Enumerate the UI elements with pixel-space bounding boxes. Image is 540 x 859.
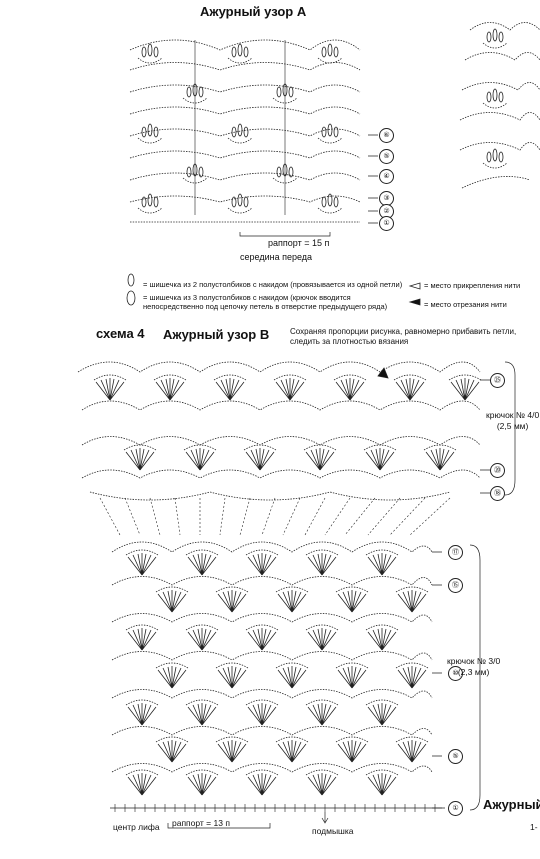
hook-size-lower-mm: (2,3 мм): [457, 667, 490, 677]
hook-size-lower-label: крючок № 3/0: [447, 656, 501, 666]
pattern-a-center-label: середина переда: [240, 252, 313, 262]
row-number: ⑱: [490, 486, 505, 501]
legend-cut-thread: = место отрезания нити: [424, 300, 507, 309]
row-number: ①: [448, 801, 463, 816]
legend-item-3-bobble: = шишечка из 3 полустолбиков с накидом (…: [143, 293, 388, 311]
legend-item-2-bobble: = шишечка из 2 полустолбиков с накидом (…: [143, 280, 403, 289]
connector-lines: [99, 497, 451, 536]
row-number: ①: [379, 216, 394, 231]
pattern-a-chart: [129, 39, 378, 237]
pattern-b-armpit-label: подмышка: [312, 826, 354, 836]
pattern-b-title: Ажурный узор В: [163, 327, 270, 342]
row-number: ④: [379, 169, 394, 184]
pattern-b-note: Сохраняя пропорции рисунка, равномерно п…: [290, 327, 517, 346]
row-number: ⑩: [448, 666, 463, 681]
pattern-a-title: Ажурный узор А: [200, 4, 307, 19]
pattern-a-partial-chart: [459, 22, 540, 189]
pattern-b-center-label: центр лифа: [113, 822, 160, 832]
row-number: ㉕: [490, 373, 505, 388]
pattern-a-rapport: раппорт = 15 п: [268, 238, 330, 248]
row-number: ⑮: [448, 578, 463, 593]
page-number: 1-: [530, 822, 538, 832]
row-number: ⑰: [448, 545, 463, 560]
hook-size-upper: крючок № 4/0 (2,5 мм): [486, 410, 539, 432]
row-number: ⑤: [379, 149, 394, 164]
row-number: ⑥: [379, 128, 394, 143]
pattern-b-lower-chart: [110, 541, 481, 829]
schema-label: схема 4: [96, 326, 145, 341]
legend-attach-thread: = место прикрепления нити: [424, 281, 521, 290]
pattern-b-rapport: раппорт = 13 п: [172, 818, 230, 828]
row-number: ⑳: [490, 463, 505, 478]
hook-size-lower: крючок № 3/0 (2,3 мм): [447, 656, 500, 678]
pattern-b-upper-chart: [77, 361, 516, 501]
legend-symbols: [126, 273, 421, 306]
hook-size-upper-label: крючок № 4/0: [486, 410, 540, 420]
hook-size-upper-mm: (2,5 мм): [496, 421, 529, 431]
pattern-b-title-cut: Ажурный у: [483, 797, 540, 812]
row-number: ⑤: [448, 749, 463, 764]
